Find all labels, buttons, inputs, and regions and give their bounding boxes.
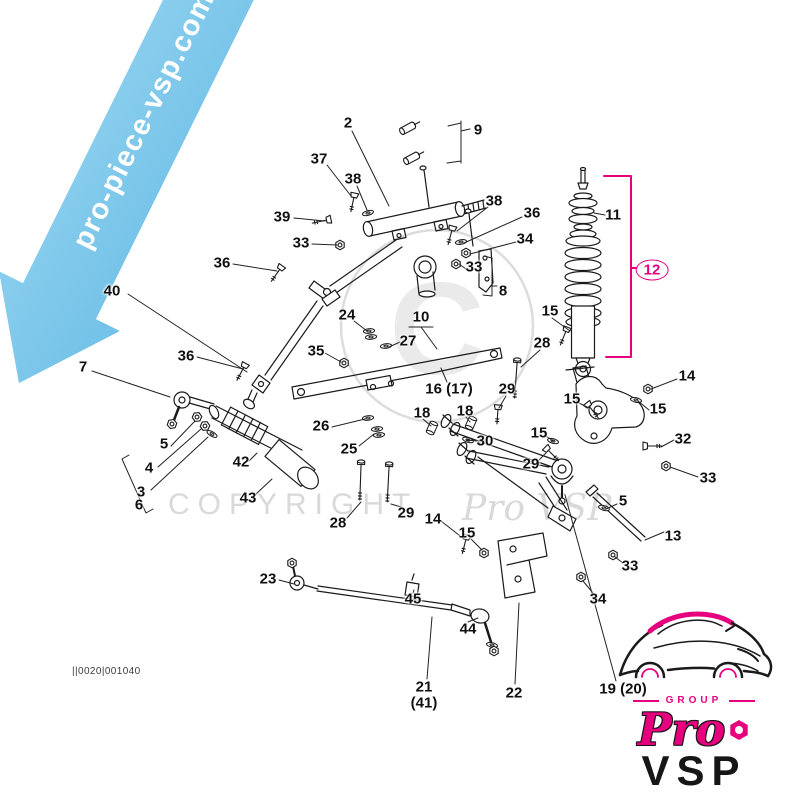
site-watermark-banner: pro-piece-vsp.com	[0, 0, 257, 387]
logo-group-label: GROUP	[665, 695, 723, 706]
logo-group-row: GROUP	[632, 695, 756, 706]
watermark-letter: C	[389, 255, 484, 402]
retaining-strap	[478, 248, 494, 293]
leader-lines	[91, 120, 699, 685]
watermark-brand: Pro VSP	[461, 488, 612, 529]
lower-control-arm	[440, 413, 577, 532]
nut-icon	[730, 719, 748, 740]
mount-bracket	[497, 532, 548, 599]
support-bracket-bar	[291, 347, 503, 400]
watermark-copyright-text: COPYRIGHT Pro VSP	[168, 488, 612, 529]
logo-brand-vsp: VSP	[641, 747, 747, 794]
banner-ribbon	[0, 0, 257, 387]
steering-knuckle	[565, 365, 646, 542]
shock-absorber	[564, 166, 602, 378]
logo-brand-pro: Pro	[637, 703, 726, 756]
group-dash-right	[729, 699, 756, 702]
tie-rod	[289, 565, 493, 644]
steering-column-shaft	[242, 239, 437, 410]
watermark-copyright-word: COPYRIGHT	[168, 488, 418, 521]
logo-pro-row: Pro	[638, 707, 751, 752]
doc-code: ||0020|001040	[72, 666, 141, 677]
group-dash-left	[632, 699, 659, 702]
steering-rack	[172, 391, 319, 490]
provsp-logo: GROUP Pro VSP	[602, 601, 786, 792]
highlight-bracket	[603, 175, 638, 358]
steering-gear-housing	[362, 165, 487, 247]
car-illustration	[618, 611, 773, 679]
